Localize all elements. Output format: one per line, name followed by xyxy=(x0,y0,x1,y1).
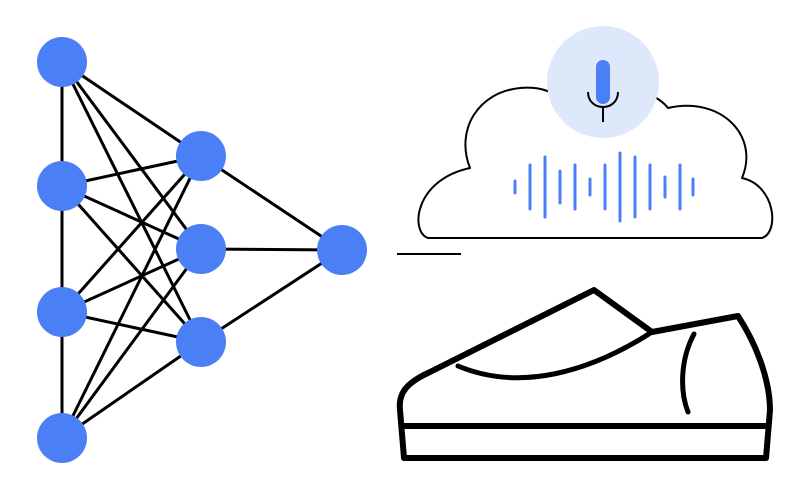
network-node xyxy=(176,224,226,274)
network-edge xyxy=(61,247,202,314)
network-edge xyxy=(60,155,203,439)
audio-waveform-icon xyxy=(513,151,695,223)
network-node xyxy=(37,287,87,337)
microphone-icon xyxy=(587,60,619,122)
network-edge xyxy=(60,155,203,313)
network-edge xyxy=(60,248,203,439)
cloud-icon xyxy=(417,26,774,239)
network-node xyxy=(317,225,367,275)
network-node xyxy=(37,161,87,211)
network-edge xyxy=(200,248,343,344)
network-node xyxy=(37,413,87,463)
network-node xyxy=(37,37,87,87)
shoe-icon xyxy=(396,287,773,461)
network-edge xyxy=(60,61,203,250)
network-edge xyxy=(61,60,202,158)
network-edge xyxy=(61,340,202,440)
network-edge xyxy=(60,61,203,343)
neural-network-icon xyxy=(37,37,367,463)
network-edge xyxy=(61,184,202,251)
network-node xyxy=(176,131,226,181)
network-edge xyxy=(200,154,343,252)
network-node xyxy=(176,317,226,367)
network-edge xyxy=(60,185,203,343)
